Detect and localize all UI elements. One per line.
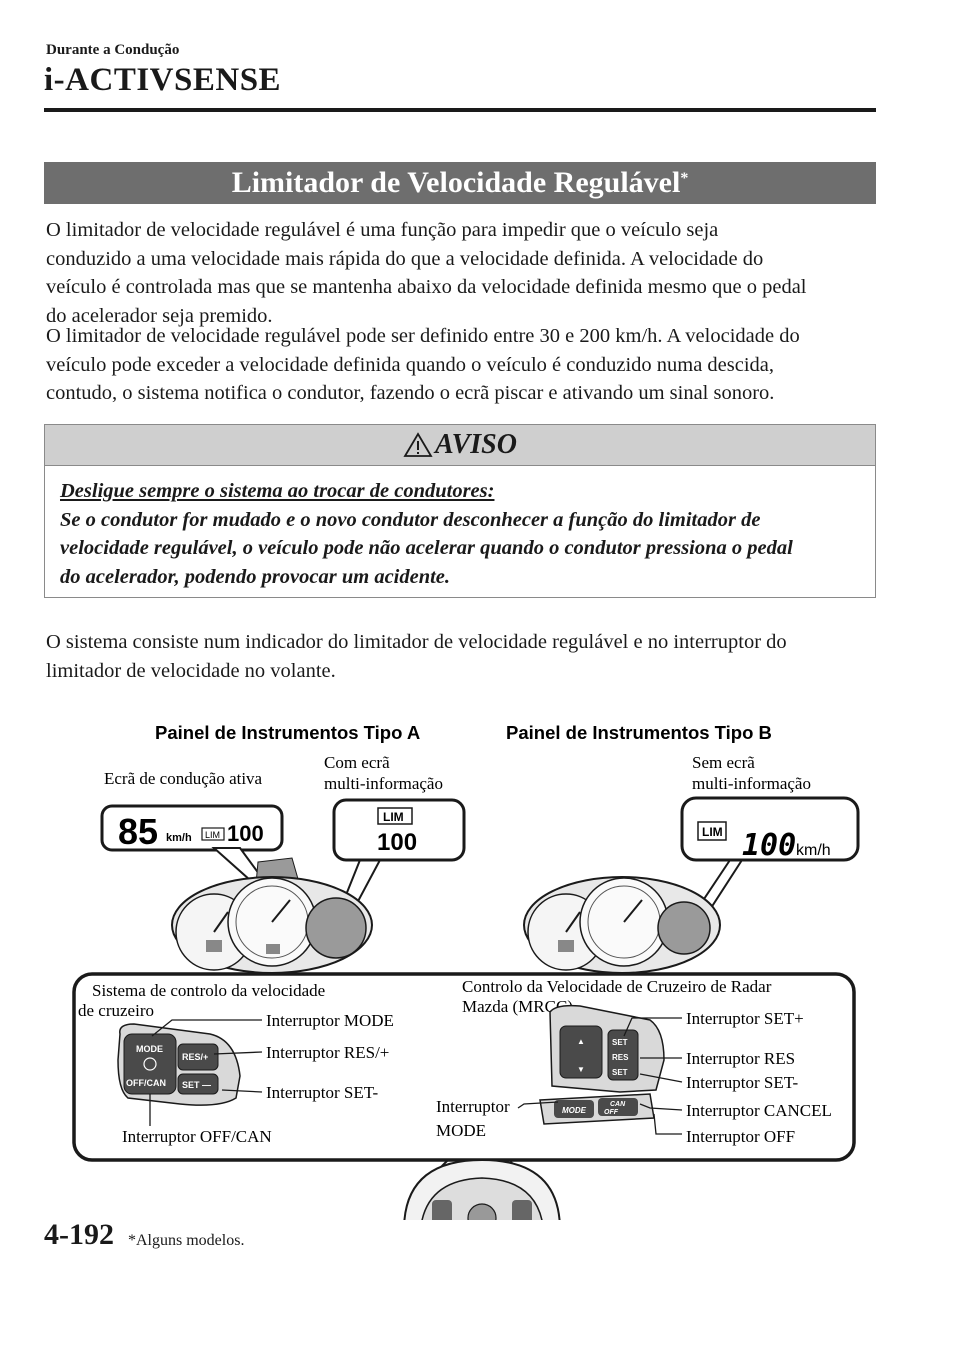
label-interruptor-mode-r: Interruptor [436,1097,510,1116]
text-line: veículo é controlada mas que se mantenha… [46,276,807,298]
label-interruptor-cancel: Interruptor CANCEL [686,1101,832,1120]
text-line: contudo, o sistema notifica o condutor, … [46,382,775,404]
system-paragraph: O sistema consiste num indicador do limi… [46,628,878,685]
mrcc-label: Controlo da Velocidade de Cruzeiro de Ra… [462,977,772,996]
without-screen-label: Sem ecrã [692,753,755,772]
banner-title: Limitador de Velocidade Regulável [231,166,681,199]
lim-label: LIM [205,830,220,840]
text-line: O limitador de velocidade regulável é um… [46,219,719,241]
cruise-system-label-2: de cruzeiro [78,1001,154,1020]
label-interruptor-mode: Interruptor MODE [266,1011,394,1030]
text-line: veículo pode exceder a velocidade defini… [46,353,775,376]
speed-limiter-figure: Painel de Instrumentos Tipo A Painel de … [72,722,860,1220]
lim-indicator-icon [377,807,413,825]
set-button-text: SET [612,1038,628,1047]
svg-text:▼: ▼ [577,1065,585,1074]
steering-wheel [403,1158,561,1220]
label-interruptor-res: Interruptor RES [686,1049,795,1068]
warning-box: AVISO Desligue sempre o sistema ao troca… [44,424,876,598]
instrument-cluster-b [523,876,721,974]
warning-title: AVISO [435,429,517,460]
set-button-text: SET [612,1068,628,1077]
warning-triangle-icon [403,432,433,457]
header-rule [44,108,876,112]
panel-a-title: Painel de Instrumentos Tipo A [155,722,420,743]
text-line: do acelerador seja premido. [46,304,273,327]
warning-heading: Desligue sempre o sistema ao trocar de c… [60,480,495,502]
without-screen-label-2: multi-informação [692,774,811,793]
text-line: limitador de velocidade no volante. [46,659,336,682]
intro-paragraph-1: O limitador de velocidade regulável é um… [46,216,878,330]
off-button-text: OFF [604,1109,619,1116]
page-number: 4-192 [44,1218,114,1251]
instrument-cluster-a [171,857,373,974]
active-display-callout: 85 km/h LIM 100 [100,804,284,882]
footnote: *Alguns modelos. [128,1232,245,1249]
text-line: conduzido a uma velocidade mais rápida d… [46,247,764,270]
left-switch-panel: MODE OFF/CAN RES/+ SET — [117,1023,241,1106]
label-interruptor-set-plus: Interruptor SET+ [686,1009,804,1028]
label-interruptor-off-can: Interruptor OFF/CAN [122,1127,272,1146]
text-line: do acelerador, podendo provocar um acide… [60,565,451,588]
with-screen-label-2: multi-informação [324,774,443,793]
can-button-text: CAN [610,1101,626,1108]
switch-detail-box [72,972,856,1162]
warning-header: AVISO [45,425,875,466]
lim-label: LIM [702,825,723,839]
res-plus-button-text: RES/+ [182,1052,208,1062]
left-leader-lines [149,1019,263,1126]
active-display-label: Ecrã de condução ativa [104,769,263,788]
multi-info-callout-a: LIM 100 [332,798,466,921]
lim-indicator-icon [201,827,225,841]
set-speed-b: 100 [377,829,417,856]
text-line: O sistema consiste num indicador do limi… [46,631,787,653]
chapter-title: i-ACTIVSENSE [44,62,282,98]
res-button-text: RES [612,1053,629,1062]
lim-label: LIM [383,810,404,824]
text-line: O limitador de velocidade regulável pode… [46,325,800,347]
intro-paragraph-2: O limitador de velocidade regulável pode… [46,322,878,408]
mode-button-text: MODE [136,1044,163,1054]
label-interruptor-mode-r-2: MODE [436,1121,486,1140]
mrcc-label-2: Mazda (MRCC) [462,997,573,1016]
text-line: velocidade regulável, o veículo pode não… [60,537,793,559]
cruise-system-label: Sistema de controlo da velocidade [92,981,325,1000]
speed-unit: km/h [796,842,831,859]
text-line: Se o condutor for mudado e o novo condut… [60,508,761,531]
set-speed-a: 100 [227,821,264,846]
with-screen-label: Com ecrã [324,753,390,772]
display-callout-b: LIM 100 km/h [680,796,860,926]
set-minus-button-text: SET — [182,1080,211,1090]
current-speed: 85 [118,811,158,852]
section-label: Durante a Condução [46,42,180,58]
warning-text: Desligue sempre o sistema ao trocar de c… [60,477,860,591]
mode-button-text: MODE [562,1106,587,1115]
label-interruptor-set-minus: Interruptor SET- [266,1083,379,1102]
panel-b-title: Painel de Instrumentos Tipo B [506,722,772,743]
set-speed-c: 100 [742,828,796,863]
label-interruptor-set-minus-r: Interruptor SET- [686,1073,799,1092]
svg-text:▲: ▲ [577,1037,585,1046]
right-leader-lines [517,1017,683,1135]
section-banner: Limitador de Velocidade Regulável* [44,162,876,204]
off-can-button-text: OFF/CAN [126,1078,166,1088]
lim-indicator-icon [697,821,727,841]
speed-unit: km/h [166,832,192,844]
footnote-mark: * [680,170,689,187]
right-switch-panel: ▲ ▼ SET RES SET MODE CAN OFF [539,1004,665,1125]
label-interruptor-off: Interruptor OFF [686,1127,795,1146]
label-interruptor-res-plus: Interruptor RES/+ [266,1043,389,1062]
